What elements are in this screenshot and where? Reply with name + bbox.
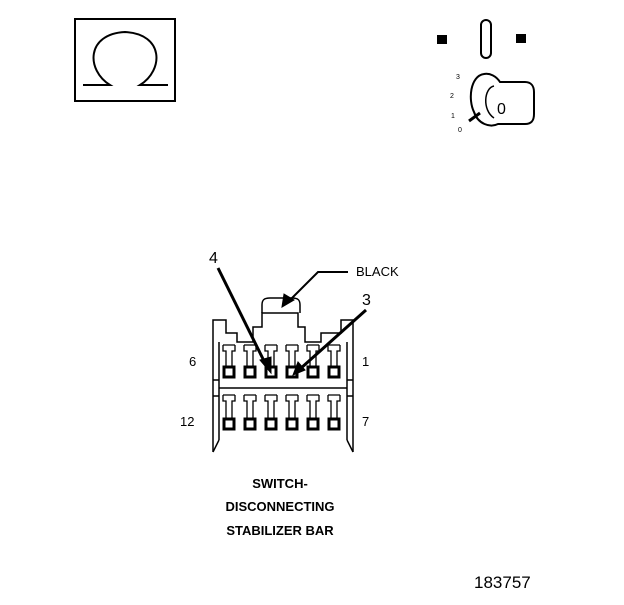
ignition-switch-icon: 0 3 2 1 0 — [437, 19, 535, 134]
connector-title-line-2: DISCONNECTING — [225, 499, 334, 514]
pin-label-12: 12 — [180, 414, 194, 429]
terminal-cavity-7 — [327, 394, 341, 431]
terminal-cavity-10 — [264, 394, 278, 431]
terminal-cavity-8 — [306, 394, 320, 431]
callout-leaders — [216, 267, 367, 376]
terminal-cavity-1 — [327, 344, 341, 379]
pin-label-1: 1 — [362, 354, 369, 369]
ignition-position-2: 2 — [450, 93, 454, 100]
connector-housing — [212, 297, 354, 453]
terminal-cavity-6 — [222, 344, 236, 379]
connector-title-line-1: SWITCH- — [252, 476, 308, 491]
terminal-cavity-12 — [222, 394, 236, 431]
pin-label-7: 7 — [362, 414, 369, 429]
terminal-cavity-9 — [285, 394, 299, 431]
ignition-position-1: 1 — [451, 113, 455, 120]
callout-4: 4 — [209, 250, 218, 267]
connector-title-line-3: STABILIZER BAR — [226, 523, 334, 538]
terminal-cavity-2 — [306, 344, 320, 379]
terminal-cavity-11 — [243, 394, 257, 431]
figure-number: 183757 — [474, 573, 531, 592]
ignition-position-0: 0 — [458, 127, 462, 134]
ohmmeter-symbol-icon — [74, 18, 176, 102]
terminal-cavities — [222, 344, 341, 431]
ignition-position-3: 3 — [456, 74, 460, 81]
pin-label-6: 6 — [189, 354, 196, 369]
color-label: BLACK — [356, 264, 399, 279]
callout-3: 3 — [362, 292, 371, 309]
key-symbol: 0 — [497, 101, 506, 118]
terminal-cavity-5 — [243, 344, 257, 379]
